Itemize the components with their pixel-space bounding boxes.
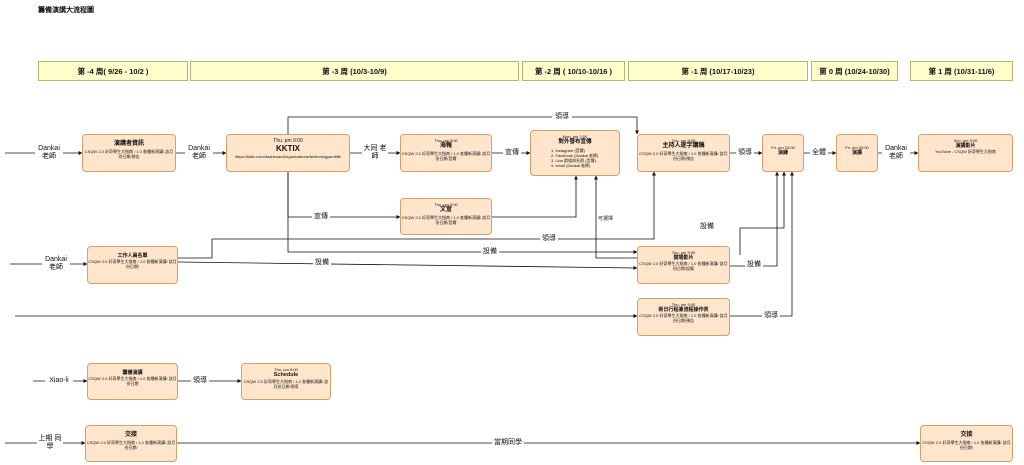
- box-prep-lecture[interactable]: 籌備演講 CSQW 2.0 好奇學生大指南 / 1.0 各種新演講/ 該月份日期: [87, 363, 178, 400]
- box-time: Thu. pm 9:00: [671, 250, 696, 255]
- box-title: KKTIX: [276, 144, 300, 154]
- box-host-script[interactable]: Thu. pm 9:00 主持人逐字講稿 CSQW 2.0 好奇學生大指南 / …: [637, 134, 730, 172]
- label-promo-a: 宣傳: [503, 149, 521, 158]
- promo-item: 2. Facebook (Dankai 老師): [551, 152, 599, 158]
- box-subtitle: CSQW 2.0 好奇學生大指南 / 1.0 各種新演講/ 該月份日期/音響: [401, 214, 491, 225]
- box-subtitle: CSQW 2.0 好奇學生大指南 / 1.0 各種新演講/ 該月份日期/音響: [401, 150, 491, 161]
- label-promo-b: 宣傳: [312, 213, 330, 222]
- box-lecture[interactable]: Fri. pm 09:00 演講: [836, 134, 878, 172]
- box-speaker-info[interactable]: 演講者資訊 CSQW 2.0 好奇學生大指南 / 1.0 各種新演講/ 該月份日…: [82, 134, 176, 172]
- box-time: Mon. pm 2:00: [562, 134, 588, 139]
- box-title: 演講: [851, 150, 862, 156]
- box-time: Fri. pm 10:00: [771, 145, 795, 150]
- box-title: 演講影片: [955, 143, 976, 149]
- box-subtitle: CSQW 2.0 好奇學生大指南 / 1.0 各種新演講/ 該月份日期/: [88, 259, 177, 270]
- box-subtitle: CSQW 2.0 好奇學生大指南 / 1.0 各種新演講/ 該月份日期/: [86, 439, 176, 450]
- box-title: 交接: [960, 432, 973, 438]
- box-title: 對外發布宣傳: [558, 139, 592, 145]
- label-dankai-1: Dankai 老師: [35, 145, 63, 162]
- week-header-minus3: 第 -3 周 (10/3-10/9): [190, 61, 519, 81]
- week-header-1: 第 1 周 (10/31-11/6): [910, 61, 1013, 81]
- week-header-minus4: 第 -4 周( 9/26 - 10/2 ): [38, 61, 188, 81]
- box-rehearsal[interactable]: Fri. pm 10:00 演練: [762, 134, 804, 172]
- label-shangqi: 上期 同學: [37, 435, 63, 452]
- diagram-title: 籌備演講大流程圖: [38, 7, 94, 14]
- box-title: 工作人員名單: [117, 253, 148, 259]
- box-title: 交接: [124, 432, 137, 438]
- box-kktix[interactable]: Thu. pm 9:00 KKTIX https://kktix.com/das…: [226, 134, 350, 172]
- week-header-minus2: 第 -2 周 ( 10/10-10/16 ): [522, 61, 625, 81]
- label-lead-mid: 領導: [540, 235, 558, 244]
- box-title: Schedule: [273, 372, 299, 378]
- label-device-4: 設備: [745, 261, 763, 270]
- box-time: Thu. pm 9:00: [274, 367, 298, 372]
- label-current-students: 當期同學: [492, 439, 524, 448]
- box-subtitle: CSQW 2.0 好奇學生大指南 / 1.0 各種新演講/ 該月份日期/領導: [243, 378, 329, 389]
- promo-item: 3. Line 群組與社群 (音響): [551, 157, 596, 163]
- box-time: Thu. pm 9:00: [671, 138, 696, 143]
- box-title: 主持人逐字講稿: [662, 143, 705, 149]
- label-quanjian: 全體: [810, 149, 828, 158]
- box-time: Fri. pm 09:00: [845, 145, 869, 150]
- label-optional: 可選擇: [598, 215, 614, 222]
- box-time: Thu. pm 9:00: [434, 202, 458, 207]
- box-time: Sun. pm 9:00: [953, 138, 978, 143]
- label-lead-sched: 領導: [762, 312, 780, 321]
- box-time: Thu. pm 9:00: [434, 138, 458, 143]
- label-lead-xiao: 領導: [191, 377, 209, 386]
- box-subtitle: YouTube - CSQW 好奇學生大指南: [935, 149, 996, 155]
- promo-item: 4. email (Dankai 老師): [551, 162, 591, 168]
- box-handover-1[interactable]: 交接 CSQW 2.0 好奇學生大指南 / 1.0 各種新演講/ 該月份日期/: [85, 425, 177, 462]
- box-handover-2[interactable]: 交接 CSQW 2.0 好奇學生大指南 / 1.0 各種新演講/ 該月份日期/: [920, 425, 1013, 462]
- label-device-2: 設備: [313, 259, 331, 268]
- box-title: 籌備演講: [122, 370, 143, 376]
- label-device-3: 設備: [698, 223, 716, 232]
- week-header-minus1: 第 -1 周 (10/17-10/23): [628, 61, 808, 81]
- box-copy[interactable]: Thu. pm 9:00 文宣 CSQW 2.0 好奇學生大指南 / 1.0 各…: [400, 198, 492, 235]
- box-subtitle: CSQW 2.0 好奇學生大指南 / 1.0 各種新演講/ 該月份日期/設備: [639, 261, 728, 272]
- box-new-schedule[interactable]: Thu. pm 9:00 新日行程兼流程操作表 CSQW 2.0 好奇學生大指南…: [637, 298, 730, 336]
- box-title: 演練: [777, 150, 788, 156]
- box-subtitle: CSQW 2.0 好奇學生大指南 / 1.0 各種新演講/ 該月份日期/預告: [639, 313, 728, 324]
- label-datong: 大同 老師: [362, 145, 388, 162]
- box-subtitle: CSQW 2.0 好奇學生大指南 / 1.0 各種新演講/ 該月份日期/: [922, 439, 1011, 450]
- box-time: Thu. pm 9:00: [671, 302, 696, 307]
- box-schedule[interactable]: Thu. pm 9:00 Schedule CSQW 2.0 好奇學生大指南 /…: [241, 363, 331, 400]
- box-time: Thu. pm 9:00: [273, 138, 303, 144]
- box-subtitle: CSQW 2.0 好奇學生大指南 / 1.0 各種新演講/ 該月份日期/預告: [639, 150, 728, 161]
- box-staff[interactable]: 工作人員名單 CSQW 2.0 好奇學生大指南 / 1.0 各種新演講/ 該月份…: [87, 246, 178, 284]
- label-xiaoli: Xiao-li: [45, 377, 73, 386]
- label-dankai-3: Dankai 老師: [882, 145, 910, 162]
- label-dankai-2: Dankai 老師: [185, 145, 213, 162]
- box-title: 新日行程兼流程操作表: [658, 307, 709, 313]
- box-title: 文宣: [439, 207, 452, 213]
- box-subtitle: CSQW 2.0 好奇學生大指南 / 1.0 各種新演講/ 該月份日期/預告: [84, 148, 174, 159]
- box-title: 演講者資訊: [113, 141, 144, 147]
- label-lead-r1: 領導: [736, 149, 754, 158]
- box-title: 海報: [439, 143, 452, 149]
- promo-item: 1. Instagram (音響): [551, 147, 586, 153]
- box-venue-video[interactable]: Thu. pm 9:00 開場影片 CSQW 2.0 好奇學生大指南 / 1.0…: [637, 246, 730, 284]
- box-title: 開場影片: [673, 255, 694, 261]
- label-dankai-4: Dankai 老師: [42, 256, 70, 273]
- label-lead-top: 領導: [552, 113, 572, 122]
- box-subtitle: https://kktix.com/dashboard/organization…: [235, 154, 341, 160]
- box-subtitle: CSQW 2.0 好奇學生大指南 / 1.0 各種新演講/ 該月份日期: [88, 376, 177, 387]
- box-poster[interactable]: Thu. pm 9:00 海報 CSQW 2.0 好奇學生大指南 / 1.0 各…: [400, 134, 492, 172]
- week-header-0: 第 0 周 (10/24-10/30): [811, 61, 898, 81]
- box-video[interactable]: Sun. pm 9:00 演講影片 YouTube - CSQW 好奇學生大指南: [918, 134, 1013, 172]
- box-promo[interactable]: Mon. pm 2:00 對外發布宣傳 1. Instagram (音響) 2.…: [530, 130, 620, 176]
- label-device-1: 設備: [481, 248, 499, 257]
